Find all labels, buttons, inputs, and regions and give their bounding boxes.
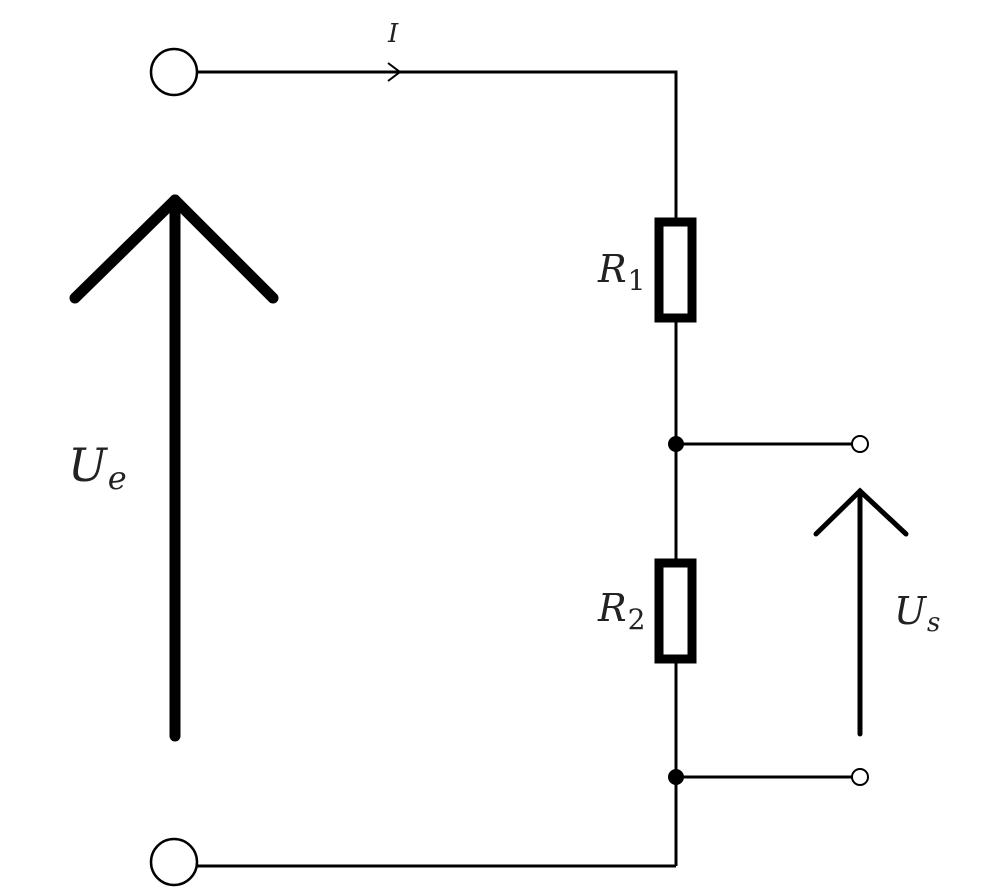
r1-label: R1 <box>597 247 645 297</box>
output-terminal-top <box>851 435 869 453</box>
input-terminal-bottom <box>149 837 199 887</box>
input-voltage-label: Ue <box>68 438 127 497</box>
r2-label: R2 <box>597 586 645 636</box>
resistor-r1 <box>654 217 697 323</box>
junction-node-bottom <box>668 769 684 785</box>
top-wire <box>196 70 678 222</box>
output-voltage-label: Us <box>894 589 940 638</box>
output-terminal-bottom <box>851 768 869 786</box>
current-label: I <box>387 19 399 49</box>
junction-node-top <box>668 436 684 452</box>
input-terminal-top <box>149 47 199 97</box>
output-voltage-arrow <box>813 487 909 737</box>
current-direction-arrow <box>387 62 402 82</box>
resistor-r2 <box>654 558 697 664</box>
input-voltage-arrow <box>69 194 279 742</box>
